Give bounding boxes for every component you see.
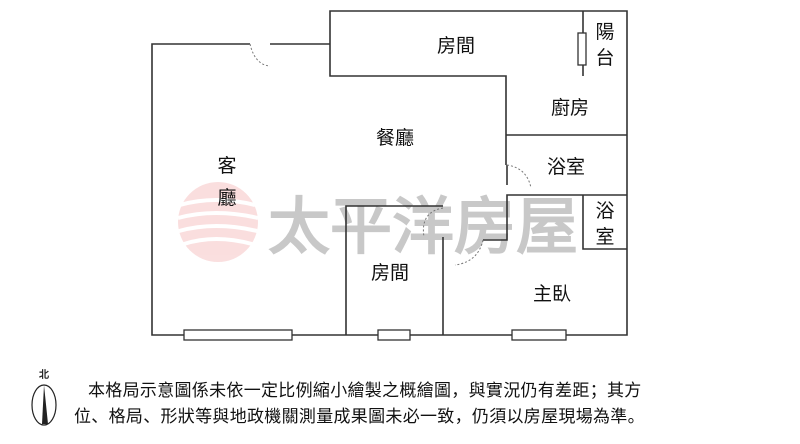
room-small-label: 房間 xyxy=(371,262,409,284)
kitchen-label: 廚房 xyxy=(551,96,589,119)
watermark-logo-icon xyxy=(177,182,259,262)
dining-label: 餐廳 xyxy=(376,127,414,149)
living-label-2: 廳 xyxy=(217,187,236,209)
bath1-label: 浴室 xyxy=(547,156,585,178)
balcony-label-1: 陽 xyxy=(595,21,614,43)
doors xyxy=(249,43,532,266)
living-label-1: 客 xyxy=(217,155,236,177)
master-bedroom-label: 主臥 xyxy=(533,283,571,305)
compass-icon: 北 xyxy=(31,368,57,426)
room-top-label: 房間 xyxy=(437,35,475,57)
disclaimer-line-1: 本格局示意圖係未依一定比例縮小繪製之概繪圖，與實況仍有差距；其方 xyxy=(88,381,642,401)
windows xyxy=(183,32,587,341)
compass-label: 北 xyxy=(39,368,49,381)
balcony-label-2: 台 xyxy=(595,47,614,69)
bath2-label-2: 室 xyxy=(595,226,614,248)
watermark-text: 太平洋房屋 xyxy=(268,190,578,263)
disclaimer-line-2: 位、格局、形狀等與地政機關測量成果圖未必一致，仍須以房屋現場為準。 xyxy=(74,407,645,427)
bath2-label-1: 浴 xyxy=(595,200,614,222)
